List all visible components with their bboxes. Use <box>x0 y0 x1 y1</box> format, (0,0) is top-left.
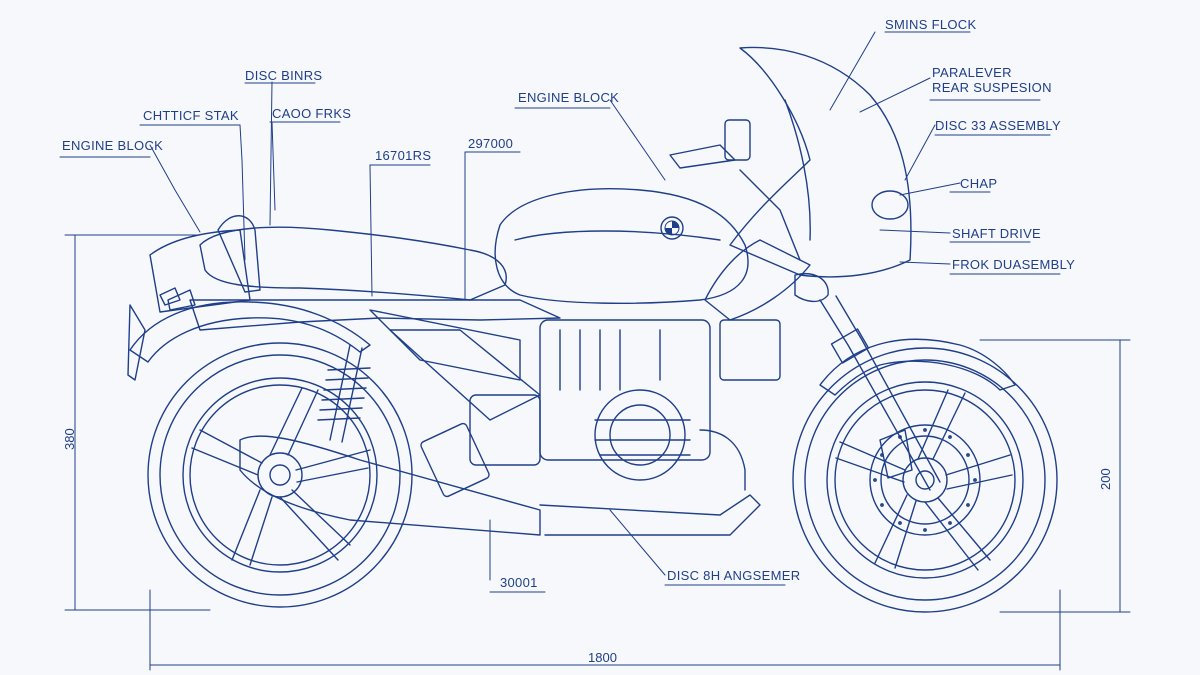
engine-block <box>420 319 781 498</box>
leader-lines <box>59 31 1061 593</box>
callout-paralever-rear-suspension: PARALEVER REAR SUSPESION <box>932 65 1052 95</box>
callout-297000: 297000 <box>468 136 514 151</box>
callout-engine-block-top: ENGINE BLOCK <box>518 90 620 105</box>
exhaust-pipe <box>239 435 541 536</box>
seat <box>199 226 507 301</box>
front-fairing <box>729 46 912 278</box>
callout-30001: 30001 <box>500 575 538 590</box>
dimension-height-front: 200 <box>1098 468 1113 490</box>
front-fender <box>819 338 1016 396</box>
callout-disc-binrs: DISC BINRS <box>245 68 323 83</box>
callout-engine-block-left: ENGINE BLOCK <box>62 138 164 153</box>
callout-chap: CHAP <box>960 176 998 191</box>
bmw-roundel-icon <box>660 216 684 240</box>
callout-smins-flock: SMINS FLOCK <box>885 17 977 32</box>
dimension-height-rear: 380 <box>62 428 77 450</box>
callout-caoo-frks: CAOO FRKS <box>272 106 352 121</box>
callout-16701rs: 16701RS <box>375 148 432 163</box>
dimension-lines <box>64 234 1131 671</box>
dimension-overall-length: 1800 <box>588 650 617 665</box>
callout-chtticf-stak: CHTTICF STAK <box>143 108 239 123</box>
callout-shaft-drive: SHAFT DRIVE <box>952 226 1042 241</box>
callout-frok-duasembly: FROK DUASEMBLY <box>952 257 1076 272</box>
callout-disc-33-assembly: DISC 33 ASSEMBLY <box>935 118 1061 133</box>
rear-shock <box>317 344 371 443</box>
rear-wheel <box>147 342 413 608</box>
front-fork <box>819 295 941 491</box>
fuel-tank <box>494 188 749 304</box>
callout-disc-8h-angsemer: DISC 8H ANGSEMER <box>667 568 801 583</box>
front-wheel <box>792 347 1058 613</box>
